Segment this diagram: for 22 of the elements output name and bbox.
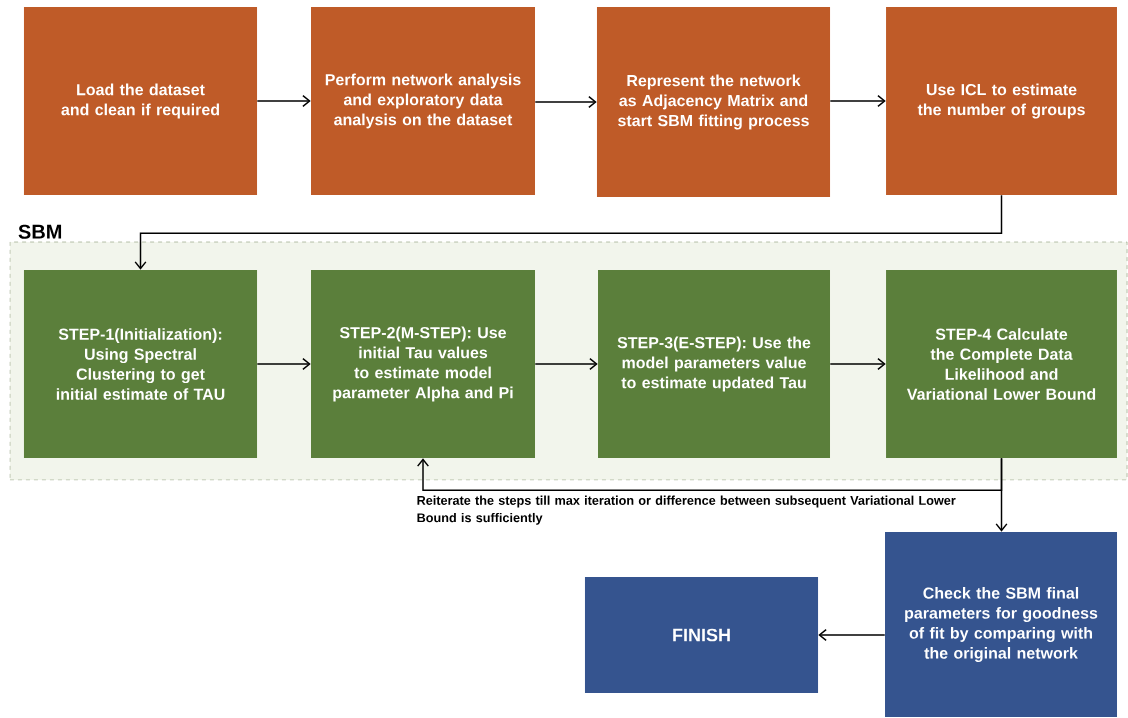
step-box: STEP-1(Initialization): Using Spectral Clustering to get initial estimate of TAU [23, 270, 258, 458]
process-box: Load the dataset and clean if required [23, 7, 258, 195]
arrow [829, 357, 886, 371]
arrow [818, 628, 886, 642]
edge-label: Reiterate the steps till max iteration or difference between subsequent Variational Lower Bound is sufficiently [415, 494, 965, 527]
arrow [534, 95, 597, 109]
arrow [256, 357, 311, 371]
arrow [416, 457, 1003, 491]
process-box: FINISH [584, 577, 819, 693]
arrow [256, 94, 311, 108]
arrow [534, 357, 598, 371]
step-box: STEP-3(E-STEP): Use the model parameters value to estimate updated Tau [598, 270, 830, 458]
process-box: Use ICL to estimate the number of groups [886, 7, 1117, 195]
step-box: STEP-2(M-STEP): Use initial Tau values to estimate model parameter Alpha and Pi [311, 270, 535, 458]
step-box: STEP-4 Calculate the Complete Data Likelihood and Variational Lower Bound [886, 270, 1117, 458]
arrow [829, 94, 886, 108]
arrow [995, 457, 1008, 532]
node-label: SBM [18, 224, 62, 239]
process-box: Perform network analysis and exploratory data analysis on the dataset [311, 7, 535, 195]
arrow [134, 194, 1003, 270]
process-box: Check the SBM final parameters for goodness of fit by comparing with the original network [885, 532, 1117, 718]
process-box: Represent the network as Adjacency Matrix and start SBM fitting process [596, 7, 831, 197]
